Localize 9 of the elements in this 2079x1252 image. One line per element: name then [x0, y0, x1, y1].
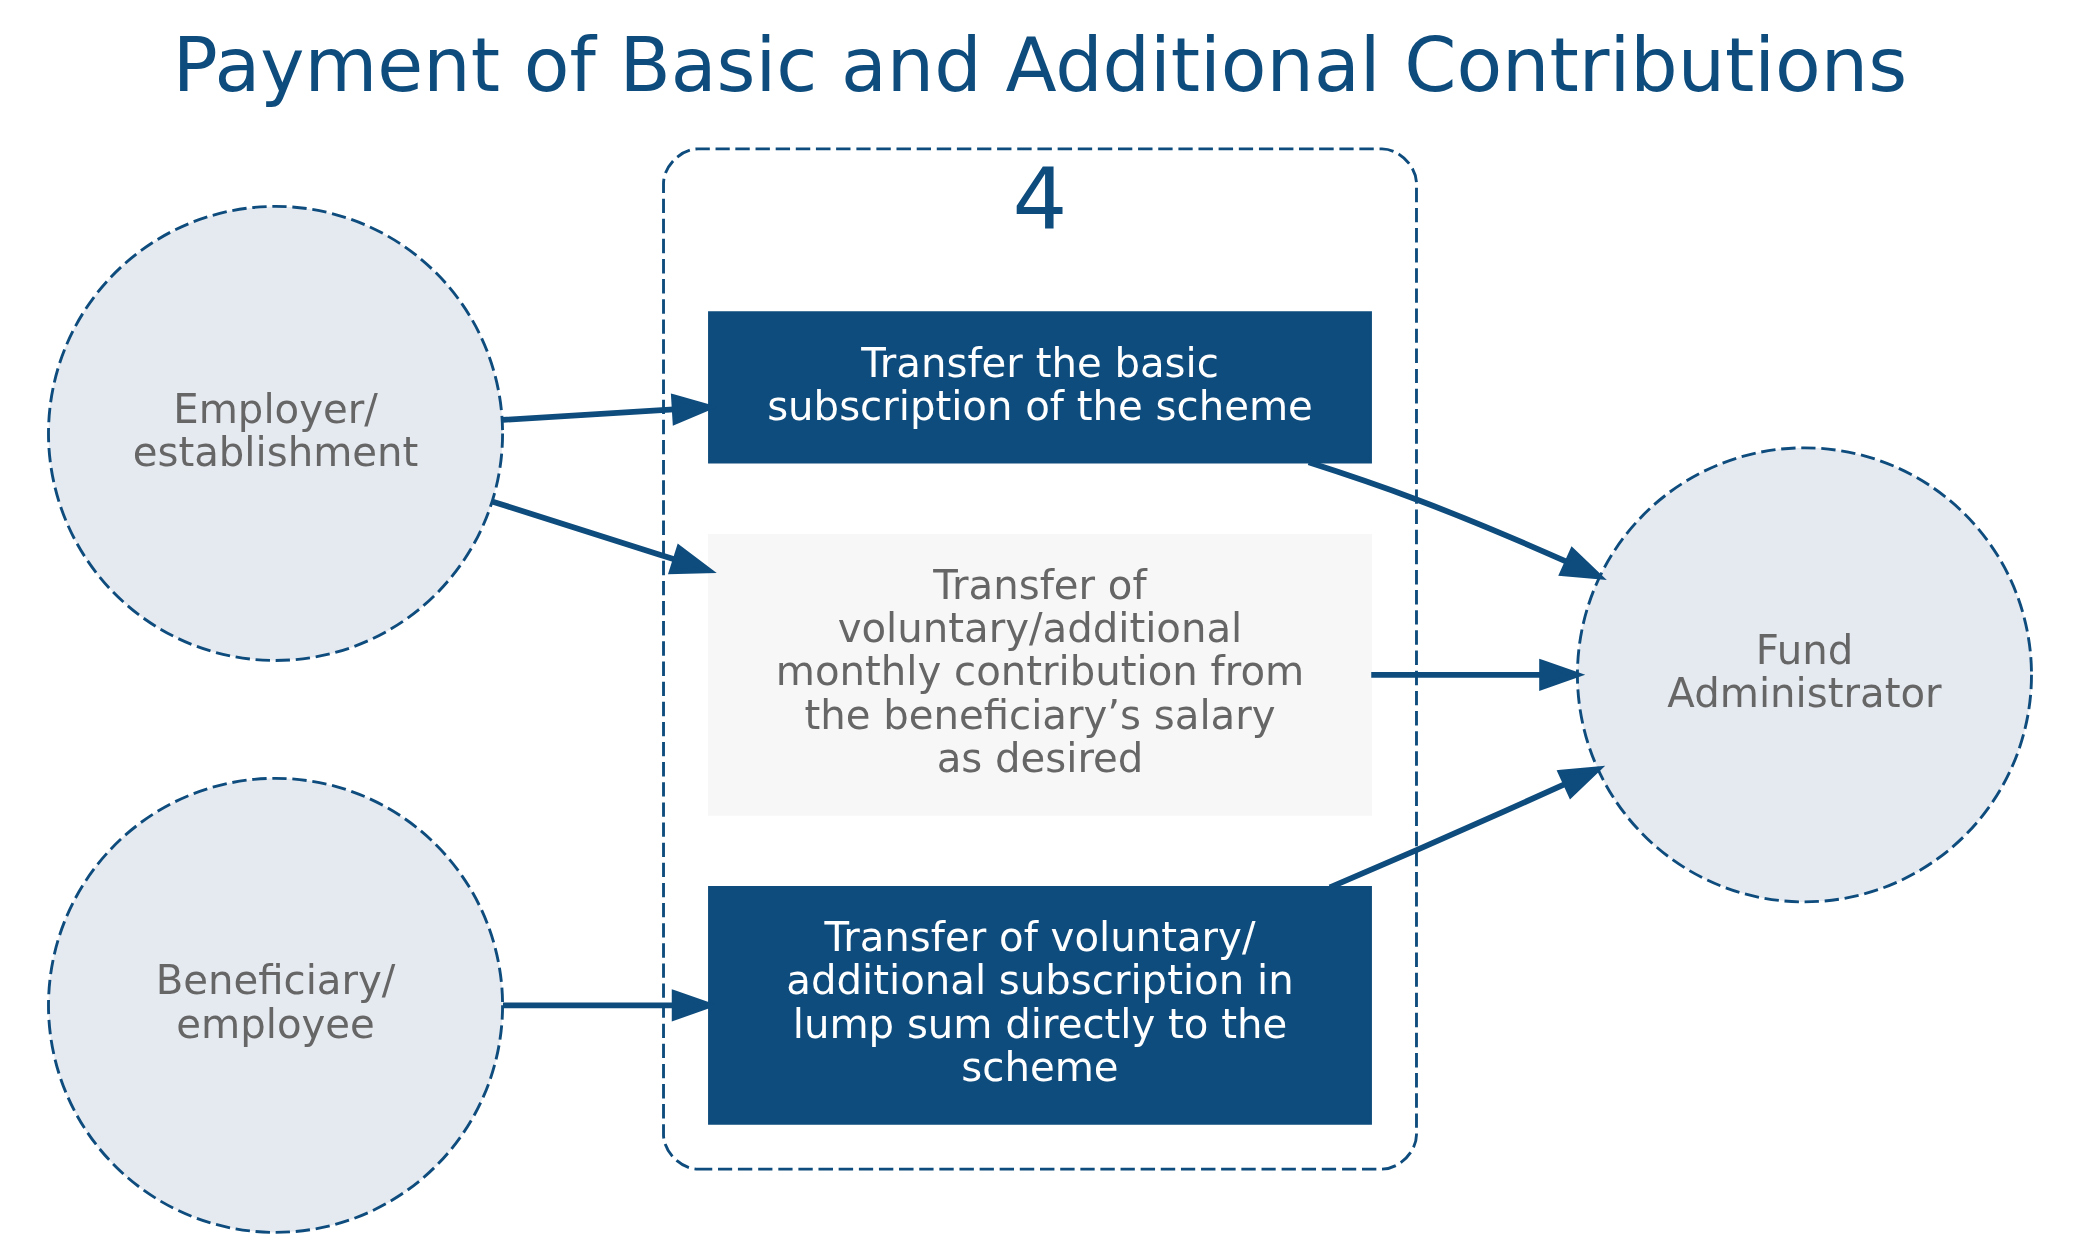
node-circle: Employer/ establishment	[46, 204, 504, 662]
node-box: Transfer the basic subscription of the scheme	[707, 311, 1372, 464]
arrow	[491, 498, 717, 575]
arrow	[1370, 658, 1585, 691]
node-circle: Beneficiary/ employee	[46, 776, 504, 1234]
node-box: Transfer of voluntary/additional monthly contribution from the beneficiary’s salary as desired	[707, 534, 1372, 816]
diagram-title: Payment of Basic and Additional Contributions	[172, 21, 1907, 109]
node-circle: Fund Administrator	[1575, 446, 2033, 904]
node-box: Transfer of voluntary/ additional subscription in lump sum directly to the scheme	[707, 886, 1372, 1125]
